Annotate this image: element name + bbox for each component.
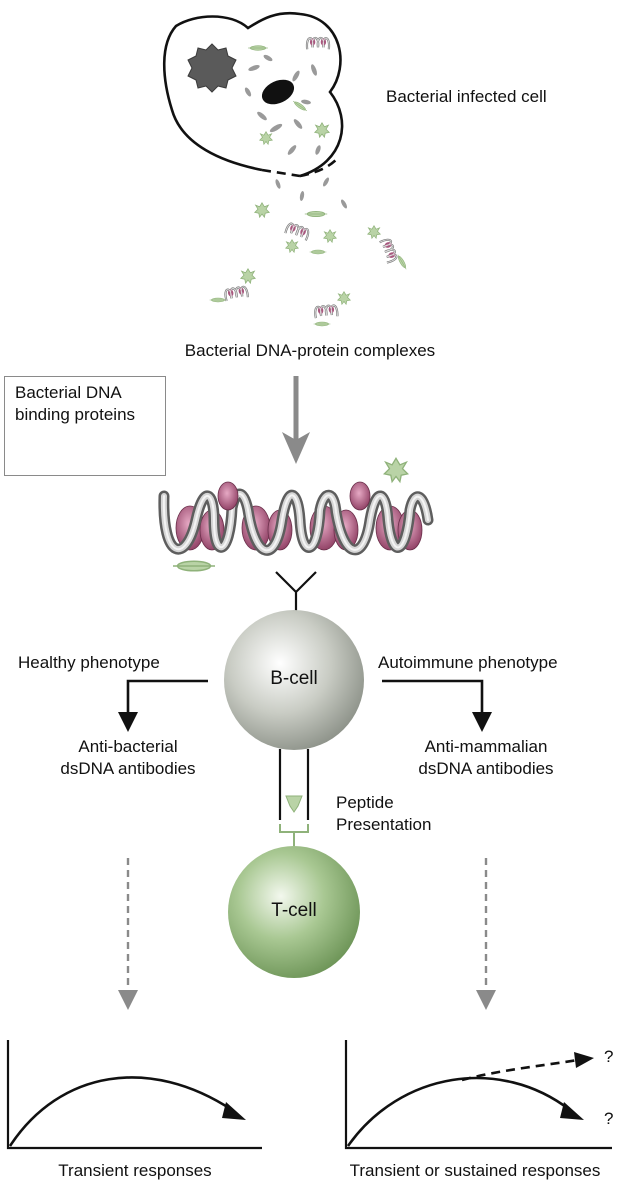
t-cell	[228, 846, 360, 978]
infected-cell-label: Bacterial infected cell	[386, 87, 547, 106]
anti-bacterial-label: Anti-bacterial dsDNA antibodies	[28, 736, 228, 780]
anti-bacterial-line-1: Anti-bacterial	[78, 737, 178, 756]
anti-mammalian-line-2: dsDNA antibodies	[418, 759, 554, 778]
question-mark-lower: ?	[604, 1109, 614, 1128]
legend-title: Bacterial DNA binding proteins	[15, 382, 165, 426]
legend-line-1: Bacterial DNA	[15, 383, 122, 402]
phenotype-arrows	[118, 679, 492, 732]
sustained-responses-label: Transient or sustained responses	[349, 1161, 601, 1180]
bcell-receptor	[275, 571, 317, 614]
peptide-presentation	[278, 749, 310, 846]
anti-mammalian-label: Anti-mammalian dsDNA antibodies	[386, 736, 586, 780]
t-cell-label: T-cell	[271, 900, 317, 921]
autoimmune-phenotype-label: Autoimmune phenotype	[378, 653, 558, 672]
transient-response-plot	[6, 1040, 262, 1150]
question-mark-upper: ?	[604, 1047, 614, 1066]
legend-line-2: binding proteins	[15, 405, 136, 424]
b-cell	[224, 610, 364, 750]
infected-cell	[162, 11, 344, 178]
dna-protein-complexes	[209, 202, 409, 327]
anti-bacterial-line-2: dsDNA antibodies	[60, 759, 196, 778]
legend: Bacterial DNA binding proteins	[4, 376, 166, 476]
complexes-label: Bacterial DNA-protein complexes	[184, 341, 436, 360]
healthy-phenotype-label: Healthy phenotype	[18, 653, 160, 672]
peptide-presentation-label: Peptide Presentation	[336, 792, 431, 836]
peptide-line-2: Presentation	[336, 815, 432, 834]
b-cell-label: B-cell	[270, 668, 318, 689]
mammalian-dna-nucleosomes	[158, 457, 434, 572]
anti-mammalian-line-1: Anti-mammalian	[424, 737, 548, 756]
peptide-line-1: Peptide	[336, 793, 394, 812]
process-arrow	[282, 376, 310, 464]
sustained-response-plot	[344, 1040, 612, 1150]
transient-responses-label: Transient responses	[58, 1161, 212, 1180]
released-debris	[275, 177, 348, 209]
response-arrows	[118, 858, 496, 1010]
